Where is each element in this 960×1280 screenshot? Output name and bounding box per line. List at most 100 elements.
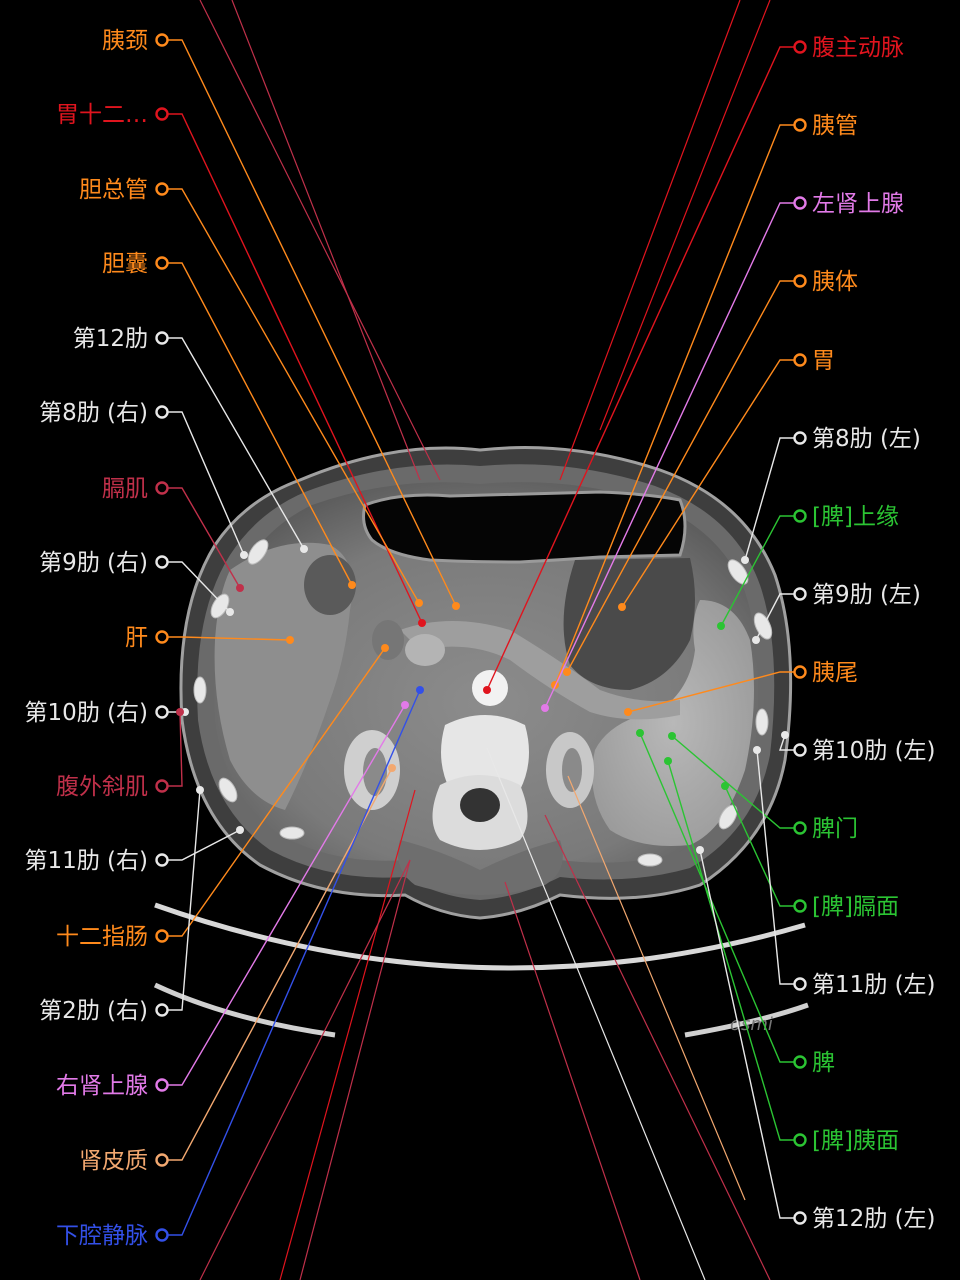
label-marker[interactable] (793, 40, 807, 54)
leader-line-right (544, 202, 794, 709)
label-marker[interactable] (793, 353, 807, 367)
target-dot (452, 602, 460, 610)
label-right-12[interactable]: 第11肋 (左) (812, 972, 936, 998)
label-marker[interactable] (155, 331, 169, 345)
scanner-table-arc-lower (153, 982, 336, 1038)
label-marker[interactable] (793, 196, 807, 210)
label-right-7[interactable]: 第9肋 (左) (812, 582, 921, 608)
leader-line-right (699, 849, 794, 1219)
leader-extension-line (504, 881, 641, 1280)
label-left-8[interactable]: 肝 (125, 625, 148, 651)
label-marker[interactable] (793, 665, 807, 679)
label-marker[interactable] (155, 1078, 169, 1092)
leader-line-right (671, 735, 794, 829)
label-marker[interactable] (155, 1228, 169, 1242)
target-dot (388, 764, 396, 772)
label-marker[interactable] (155, 107, 169, 121)
label-left-3[interactable]: 胆囊 (102, 251, 148, 277)
label-marker[interactable] (155, 182, 169, 196)
label-left-14[interactable]: 右肾上腺 (56, 1073, 148, 1099)
label-marker[interactable] (155, 853, 169, 867)
target-dot (781, 731, 789, 739)
gallbladder (304, 555, 356, 615)
leader-line-left (168, 689, 421, 1236)
label-marker[interactable] (155, 1003, 169, 1017)
label-right-2[interactable]: 左肾上腺 (812, 191, 904, 217)
label-marker[interactable] (155, 929, 169, 943)
label-right-0[interactable]: 腹主动脉 (812, 35, 904, 61)
target-dot (741, 556, 749, 564)
label-marker[interactable] (793, 274, 807, 288)
label-right-4[interactable]: 胃 (812, 348, 835, 374)
inferior-vena-cava (405, 634, 445, 666)
label-marker[interactable] (793, 587, 807, 601)
label-left-5[interactable]: 第8肋 (右) (39, 400, 148, 426)
target-dot (752, 636, 760, 644)
leader-line-right (621, 359, 794, 608)
label-right-6[interactable]: [脾]上缘 (812, 504, 899, 530)
label-marker[interactable] (793, 743, 807, 757)
label-marker[interactable] (793, 821, 807, 835)
label-right-15[interactable]: 第12肋 (左) (812, 1206, 936, 1232)
label-marker[interactable] (155, 33, 169, 47)
leader-extension-line (599, 0, 771, 431)
label-left-0[interactable]: 胰颈 (102, 28, 148, 54)
left-kidney-medulla (562, 748, 582, 792)
target-dot (563, 668, 571, 676)
leader-line-left (168, 636, 291, 641)
label-right-8[interactable]: 胰尾 (812, 660, 858, 686)
label-left-2[interactable]: 胆总管 (79, 177, 148, 203)
target-dot (236, 826, 244, 834)
target-dot (636, 729, 644, 737)
label-marker[interactable] (155, 705, 169, 719)
label-left-1[interactable]: 胃十二… (56, 102, 148, 128)
label-left-13[interactable]: 第2肋 (右) (39, 998, 148, 1024)
label-right-11[interactable]: [脾]膈面 (812, 894, 899, 920)
leader-line-right (724, 785, 794, 907)
stomach (563, 558, 695, 690)
label-right-10[interactable]: 脾门 (812, 816, 858, 842)
leader-line-left (168, 39, 457, 607)
label-left-7[interactable]: 第9肋 (右) (39, 550, 148, 576)
label-marker[interactable] (155, 1153, 169, 1167)
label-right-1[interactable]: 胰管 (812, 113, 858, 139)
label-marker[interactable] (793, 1211, 807, 1225)
label-marker[interactable] (155, 779, 169, 793)
leader-line-right (566, 280, 794, 673)
label-right-13[interactable]: 脾 (812, 1050, 835, 1076)
leader-line-left (168, 767, 393, 1161)
label-right-3[interactable]: 胰体 (812, 269, 858, 295)
label-left-12[interactable]: 十二指肠 (56, 924, 148, 950)
label-left-6[interactable]: 膈肌 (102, 476, 148, 502)
target-dot (668, 732, 676, 740)
label-marker[interactable] (793, 1133, 807, 1147)
label-marker[interactable] (155, 481, 169, 495)
label-marker[interactable] (155, 256, 169, 270)
label-marker[interactable] (793, 431, 807, 445)
leader-line-right (639, 732, 794, 1063)
label-marker[interactable] (793, 118, 807, 132)
label-left-11[interactable]: 第11肋 (右) (24, 848, 148, 874)
label-marker[interactable] (793, 509, 807, 523)
label-left-15[interactable]: 肾皮质 (79, 1148, 148, 1174)
label-marker[interactable] (793, 899, 807, 913)
label-marker[interactable] (793, 1055, 807, 1069)
target-dot (236, 584, 244, 592)
target-dot (348, 581, 356, 589)
label-marker[interactable] (155, 405, 169, 419)
label-marker[interactable] (793, 977, 807, 991)
label-right-5[interactable]: 第8肋 (左) (812, 426, 921, 452)
label-right-9[interactable]: 第10肋 (左) (812, 738, 936, 764)
target-dot (381, 644, 389, 652)
spleen (592, 600, 754, 846)
label-marker[interactable] (155, 555, 169, 569)
label-left-9[interactable]: 第10肋 (右) (24, 700, 148, 726)
label-right-14[interactable]: [脾]胰面 (812, 1128, 899, 1154)
label-marker[interactable] (155, 630, 169, 644)
label-left-4[interactable]: 第12肋 (73, 326, 148, 352)
label-left-16[interactable]: 下腔静脉 (56, 1223, 148, 1249)
right-kidney-medulla (363, 748, 387, 796)
leader-extension-line (199, 0, 441, 481)
label-left-10[interactable]: 腹外斜肌 (56, 774, 148, 800)
